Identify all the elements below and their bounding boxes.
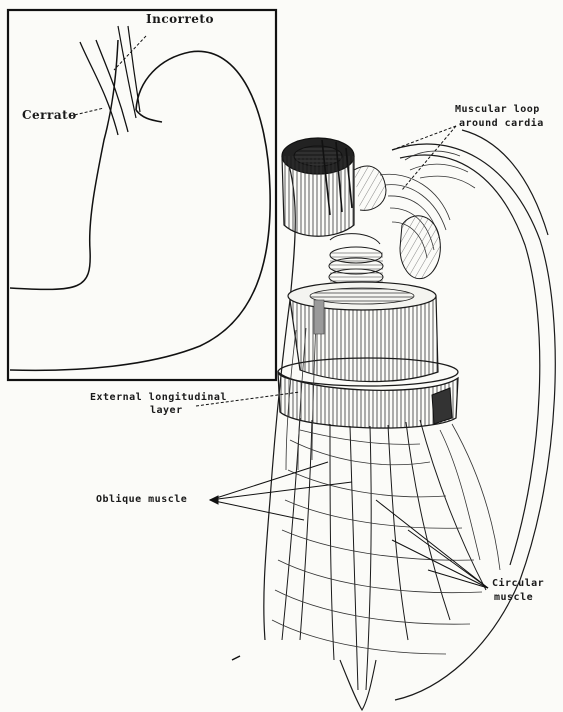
label-oblique-muscle: Oblique muscle [96, 494, 187, 506]
circular-pointer-lines [376, 500, 488, 588]
gray-strip [314, 300, 324, 334]
label-external-longitudinal: External longitudinal [90, 392, 227, 404]
inset-label-cerrato: Cerrato [22, 108, 77, 122]
oblique-fibers [272, 424, 500, 654]
label-layer: layer [150, 405, 183, 417]
lower-tube [282, 418, 486, 690]
label-muscle: muscle [494, 592, 533, 604]
label-muscular-loop: Muscular loop [455, 104, 540, 116]
label-around-cardia: around cardia [459, 118, 544, 130]
cardia-loop [282, 138, 386, 236]
middle-cylinder-inner [310, 288, 414, 304]
label-circular: Circular [492, 578, 544, 590]
cardia-patch [400, 216, 440, 279]
ink-mark [232, 656, 240, 660]
inset-label-incorreto: Incorreto [146, 12, 214, 26]
inset-panel [8, 10, 276, 380]
